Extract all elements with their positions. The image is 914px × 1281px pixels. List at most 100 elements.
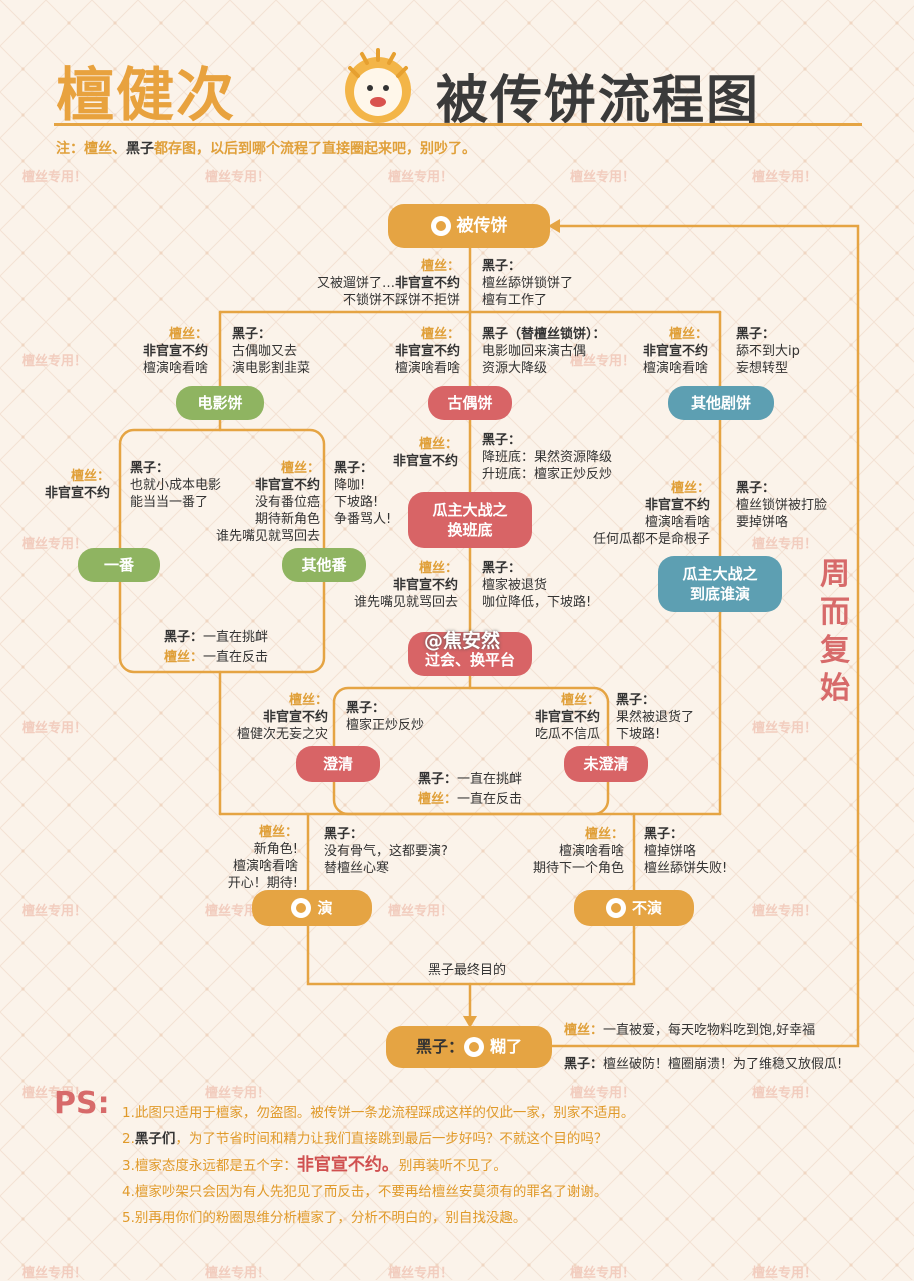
hater-line: 一直在挑衅 bbox=[203, 630, 269, 645]
watermark: 檀丝专用！ bbox=[752, 170, 818, 185]
hater-tag: 黑子： bbox=[736, 481, 776, 496]
hater-tag: 黑子： bbox=[164, 630, 204, 645]
hater-tag: 黑子： bbox=[564, 1057, 604, 1072]
label-war1-hater: 黑子： 降班底：果然资源降级 升班底：檀家正炒反炒 bbox=[482, 432, 612, 483]
hater-tag: 黑子： bbox=[644, 827, 684, 842]
hater-tag: 黑子： bbox=[482, 433, 522, 448]
watermark: 檀丝专用！ bbox=[205, 1086, 271, 1101]
fan-tag: 檀丝： bbox=[670, 481, 710, 496]
hater-tag: 黑子： bbox=[482, 259, 522, 274]
title-part1: 檀健次 bbox=[56, 61, 237, 129]
note-fans: 檀丝 bbox=[84, 141, 112, 157]
watermark: 檀丝专用！ bbox=[22, 721, 88, 736]
watermark: 檀丝专用！ bbox=[570, 1086, 636, 1101]
node-end: 黑子：糊了 bbox=[386, 1026, 552, 1068]
hater-line: 争番骂人! bbox=[334, 512, 392, 527]
cycle-char: 复 bbox=[820, 633, 850, 668]
hedgehog-icon bbox=[605, 898, 626, 918]
watermark: 檀丝专用！ bbox=[22, 170, 88, 185]
fan-tag: 檀丝： bbox=[70, 469, 110, 484]
ps-emphasis: 非官宣不约。 bbox=[296, 1155, 399, 1175]
hater-line: 也就小成本电影 bbox=[130, 478, 222, 493]
ps-text: ，为了节省时间和精力让我们直接跳到最后一步好吗？不就这个目的吗？ bbox=[175, 1131, 608, 1147]
hater-line: 下坡路! bbox=[616, 727, 661, 742]
watermark: 檀丝专用！ bbox=[752, 904, 818, 919]
label-top-hater: 黑子： 檀丝舔饼锁饼了 檀有工作了 bbox=[482, 258, 573, 309]
node-other-role: 其他番 bbox=[282, 548, 366, 582]
hater-tag: 黑子（替檀丝锁饼）： bbox=[482, 327, 606, 342]
ps-item: 3.檀家态度永远都是五个字：非官宣不约。别再装听不见了。 bbox=[122, 1152, 634, 1179]
ps-text: 3.檀家态度永远都是五个字： bbox=[122, 1158, 297, 1174]
fan-tag: 檀丝： bbox=[668, 327, 708, 342]
node-war-switch: 瓜主大战之 换班底 bbox=[408, 492, 532, 548]
node-no-act: 不演 bbox=[574, 890, 694, 926]
fan-line: 非官宣不约 bbox=[262, 710, 328, 725]
fan-line: 期待新角色 bbox=[254, 512, 320, 527]
label-lead-fan: 檀丝： 非官宣不约 bbox=[45, 468, 110, 502]
label-act-hater: 黑子： 没有骨气，这都要演? 替檀丝心寒 bbox=[324, 826, 448, 877]
hater-tag: 黑子： bbox=[346, 701, 386, 716]
label-goal: 黑子最终目的 bbox=[428, 963, 507, 978]
node-act-label: 演 bbox=[317, 898, 333, 917]
fan-line: 新角色! bbox=[253, 842, 298, 857]
watermark: 檀丝专用！ bbox=[570, 1266, 636, 1281]
ps-list: 1.此图只适用于檀家，勿盗图。被传饼一条龙流程踩成这样的仅此一家，别家不适用。 … bbox=[122, 1100, 634, 1231]
fan-line: 没有番位癌 bbox=[254, 495, 320, 510]
mascot-icon bbox=[345, 48, 411, 123]
war2-line2: 到底谁演 bbox=[689, 585, 750, 603]
hater-line: 下坡路! bbox=[334, 495, 379, 510]
watermark: 檀丝专用！ bbox=[388, 904, 454, 919]
label-ancient-hater: 黑子（替檀丝锁饼）： 电影咖回来演古偶 资源大降级 bbox=[482, 326, 606, 377]
hater-line: 电影咖回来演古偶 bbox=[482, 344, 587, 359]
hater-line: 檀丝舔饼锁饼了 bbox=[482, 276, 574, 291]
watermark: 檀丝专用！ bbox=[22, 354, 88, 369]
hater-tag: 黑子： bbox=[482, 561, 522, 576]
note-prefix: 注： bbox=[56, 141, 84, 157]
end-prefix: 黑子： bbox=[415, 1037, 464, 1057]
ps-item: 4.檀家吵架只会因为有人先犯见了而反击，不要再给檀丝安莫须有的罪名了谢谢。 bbox=[122, 1184, 608, 1200]
hater-line: 咖位降低，下坡路! bbox=[482, 595, 592, 610]
fan-tag: 檀丝： bbox=[164, 650, 204, 665]
label-middle: 黑子：一直在挑衅 檀丝：一直在反击 bbox=[418, 770, 522, 810]
ps-text: 别再装听不见了。 bbox=[398, 1158, 507, 1174]
watermark: 檀丝专用！ bbox=[752, 721, 818, 736]
label-role-fan: 檀丝： 非官宣不约 没有番位癌 期待新角色 谁先嘴见就骂回去 bbox=[216, 460, 320, 545]
label-ancient-fan: 檀丝： 非官宣不约 檀演啥看啥 bbox=[395, 326, 460, 377]
node-no-clarify: 未澄清 bbox=[564, 746, 648, 782]
hater-tag: 黑子： bbox=[616, 693, 656, 708]
label-top-fan: 檀丝： 又被遛饼了…非官宣不约 不锁饼不踩饼不拒饼 bbox=[317, 258, 460, 309]
watermark: 檀丝专用！ bbox=[388, 1266, 454, 1281]
watermark: 檀丝专用！ bbox=[752, 537, 818, 552]
watermark: 檀丝专用！ bbox=[22, 904, 88, 919]
fan-line: 一直在反击 bbox=[203, 650, 269, 665]
hedgehog-icon bbox=[430, 216, 451, 236]
watermark: 檀丝专用！ bbox=[388, 170, 454, 185]
node-clarify: 澄清 bbox=[296, 746, 380, 782]
label-end-hater: 黑子：檀丝破防！檀圈崩溃！为了维稳又放假瓜! bbox=[564, 1056, 842, 1073]
fan-line: 谁先嘴见就骂回去 bbox=[353, 595, 458, 610]
fan-line: 非官宣不约 bbox=[142, 344, 208, 359]
title-part2: 被传饼流程图 bbox=[436, 71, 761, 131]
node-lead-role: 一番 bbox=[78, 548, 160, 582]
hater-line: 古偶咖又去 bbox=[232, 344, 298, 359]
label-war2-hater: 黑子： 檀丝锁饼被打脸 要掉饼咯 bbox=[736, 480, 827, 531]
cycle-text: 周 而 复 始 bbox=[818, 556, 852, 708]
hater-tag: 黑子： bbox=[334, 461, 374, 476]
title-underline bbox=[54, 123, 862, 126]
hater-line: 能当当一番了 bbox=[130, 495, 209, 510]
label-clarify-hater: 黑子： 檀家正炒反炒 bbox=[346, 700, 424, 734]
label-noclar-fan: 檀丝： 非官宣不约 吃瓜不信瓜 bbox=[535, 692, 600, 743]
watermark: 檀丝专用！ bbox=[22, 537, 88, 552]
node-act: 演 bbox=[252, 890, 372, 926]
fan-line: 檀演啥看啥 bbox=[642, 361, 708, 376]
fan-tag: 檀丝： bbox=[168, 327, 208, 342]
cycle-char: 始 bbox=[820, 671, 850, 706]
hater-line: 要掉饼咯 bbox=[736, 515, 789, 530]
fan-tag: 檀丝： bbox=[420, 259, 460, 274]
watermark: 檀丝专用！ bbox=[22, 1266, 88, 1281]
fan-line: 檀演啥看啥 bbox=[558, 844, 624, 859]
watermark: 檀丝专用！ bbox=[752, 1266, 818, 1281]
fan-line: 非官宣不约 bbox=[394, 344, 460, 359]
watermark: 檀丝专用！ bbox=[205, 170, 271, 185]
